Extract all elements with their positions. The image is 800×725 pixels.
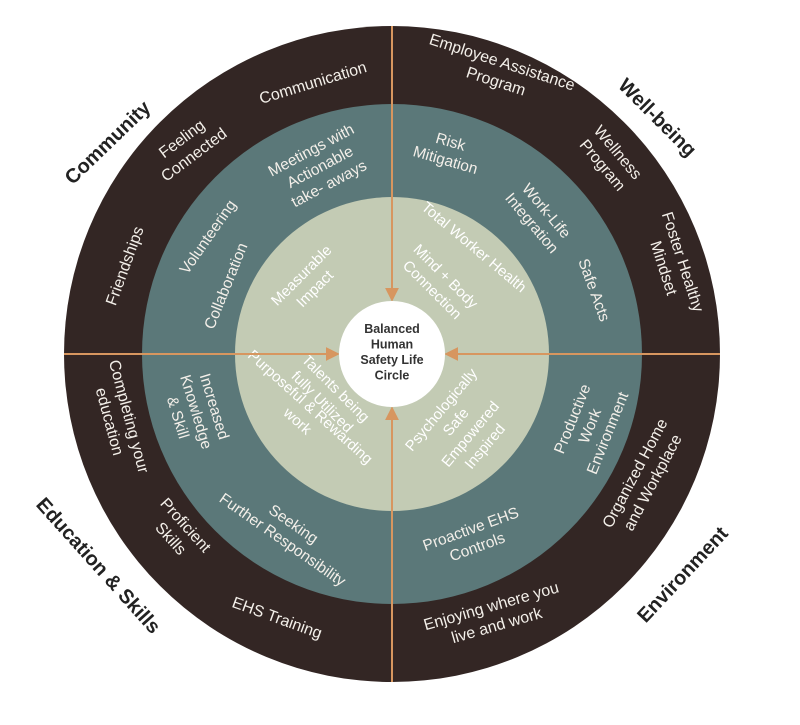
center-circle bbox=[339, 301, 445, 407]
